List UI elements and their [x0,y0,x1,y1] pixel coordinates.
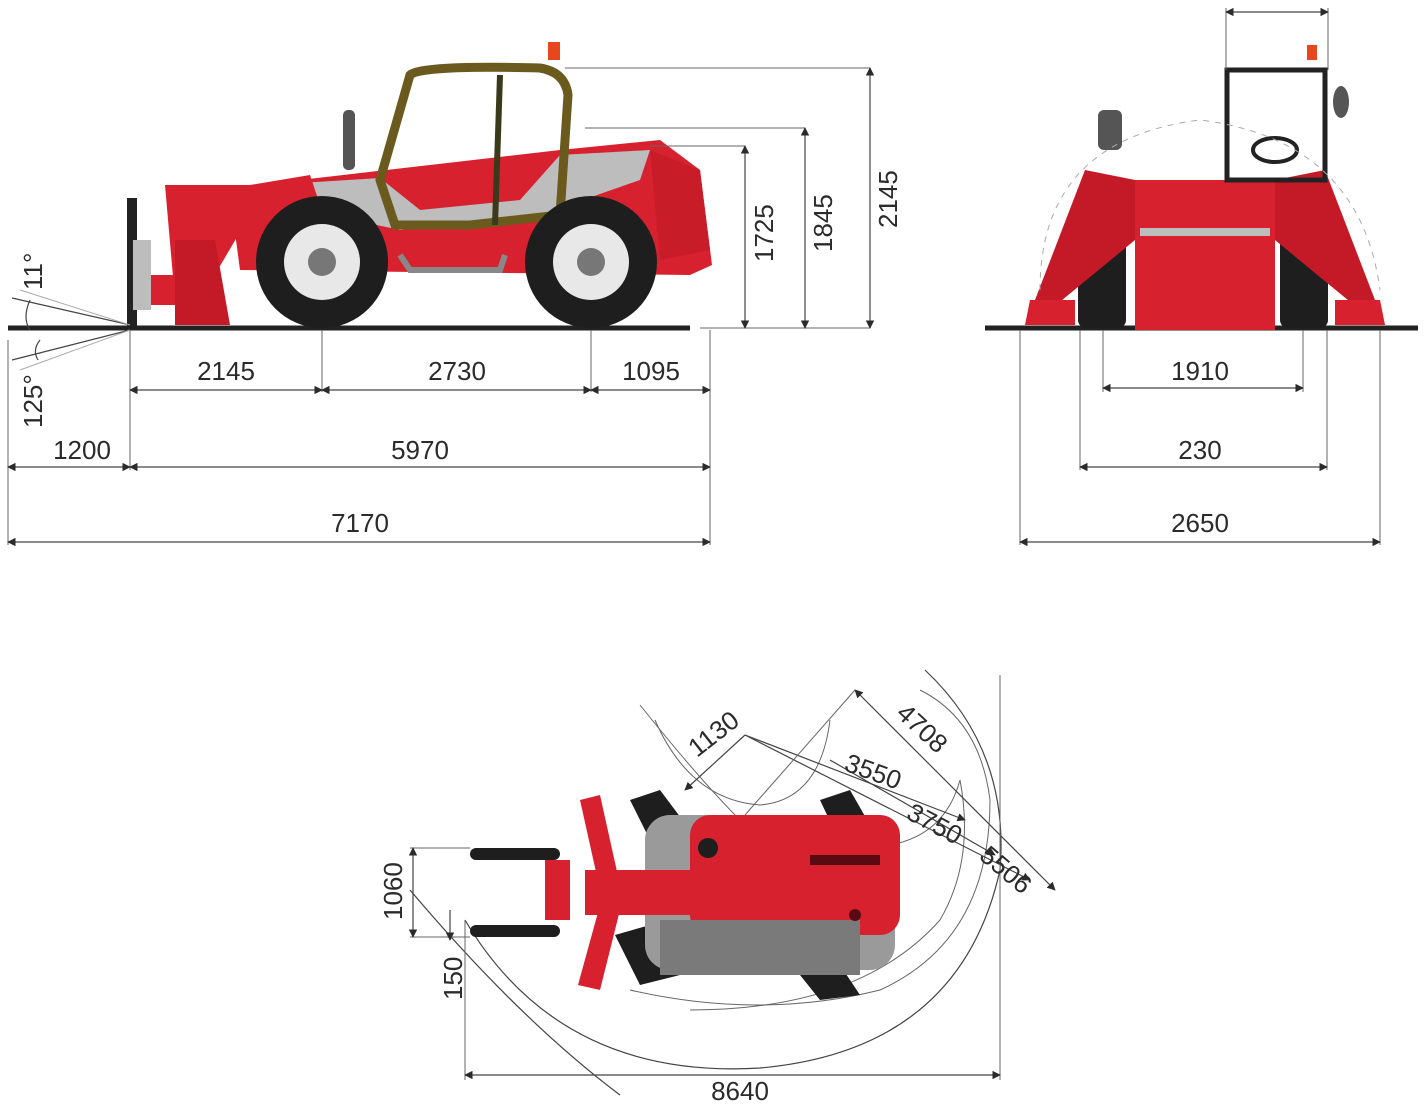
height-1845: 1845 [808,194,838,252]
track-width: 1910 [1171,356,1229,386]
telehandler-rear-illustration [1025,45,1385,330]
tilt-up-angle: 11° [18,253,48,290]
telehandler-top-illustration [470,790,900,1000]
height-2145: 2145 [873,170,903,228]
height-1725: 1725 [749,204,779,262]
total-length: 7170 [331,508,389,538]
side-view: 11° 125° 1725 1845 2145 2145 2730 1095 1… [7,42,903,547]
fork-spread: 1060 [378,862,408,920]
overall-width: 2650 [1171,508,1229,538]
turning-width: 8640 [711,1076,769,1106]
rear-overhang: 1095 [622,356,680,386]
tilt-down-angle: 125° [18,374,48,428]
telehandler-side-illustration [127,42,712,328]
top-view: 1130 4708 3550 3750 5506 1060 150 8640 [378,669,1056,1106]
fork-length: 1200 [53,435,111,465]
radius-3750: 3750 [902,797,967,851]
radius-1130: 1130 [682,705,745,763]
machine-length: 5970 [391,435,449,465]
rear-view: 1910 230 2650 [985,7,1418,547]
fork-offset: 150 [438,957,468,1000]
wheelbase: 2730 [428,356,486,386]
clearance: 230 [1178,435,1221,465]
radius-4708: 4708 [891,697,954,758]
front-overhang: 2145 [197,356,255,386]
